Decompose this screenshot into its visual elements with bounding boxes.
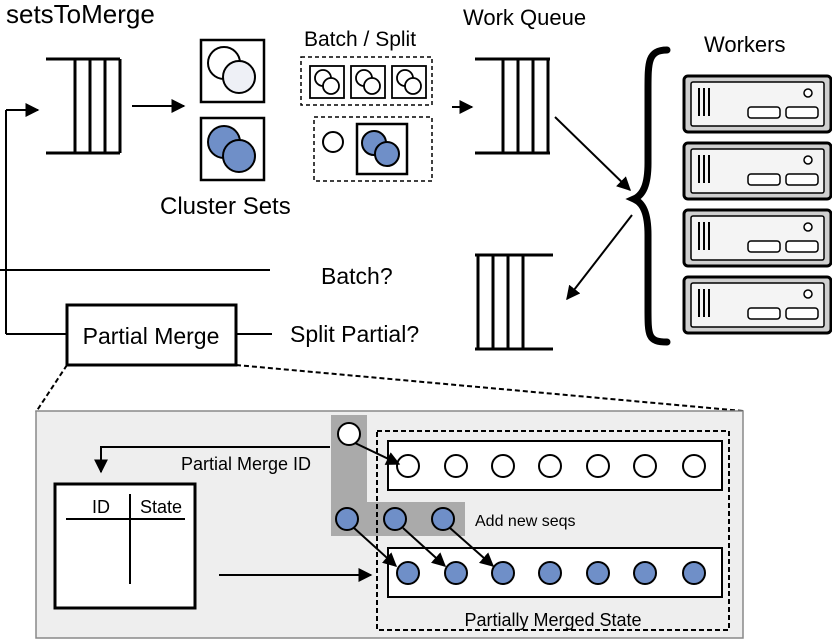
arrow-queue-to-workers bbox=[554, 116, 632, 191]
partial-merge-box bbox=[65, 303, 238, 367]
feedback-lines bbox=[0, 110, 272, 335]
seq-node bbox=[396, 561, 420, 585]
seq-node bbox=[491, 454, 515, 478]
arrow-workers-to-results bbox=[566, 214, 633, 301]
new-seq-node bbox=[335, 507, 359, 531]
seq-node bbox=[396, 454, 420, 478]
table-state-header: State bbox=[140, 497, 182, 517]
split-set-icon bbox=[355, 122, 409, 176]
seq-node bbox=[633, 454, 657, 478]
arrow-id-node-to-state bbox=[354, 442, 401, 465]
arrow-new-seq-3 bbox=[449, 527, 495, 567]
batch-split-label: Batch / Split bbox=[304, 28, 416, 51]
partially-merged-state-label: Partially Merged State bbox=[464, 610, 641, 630]
seq-node bbox=[538, 454, 562, 478]
workers-label: Workers bbox=[704, 32, 786, 57]
work-queue-label: Work Queue bbox=[463, 5, 586, 30]
add-new-seqs-label: Add new seqs bbox=[475, 513, 576, 530]
seq-node bbox=[491, 561, 515, 585]
sets-to-merge-queue-icon bbox=[46, 57, 122, 155]
seq-node bbox=[444, 454, 468, 478]
highlight-region bbox=[331, 415, 465, 536]
seq-node bbox=[586, 454, 610, 478]
seq-node bbox=[682, 561, 706, 585]
merged-seq-nodes bbox=[396, 561, 706, 585]
partial-merge-label: Partial Merge bbox=[83, 323, 220, 349]
batch-group bbox=[300, 56, 433, 106]
seq-node bbox=[682, 454, 706, 478]
zoom-line-right bbox=[235, 364, 744, 412]
server-icon bbox=[682, 275, 832, 335]
seq-node bbox=[633, 561, 657, 585]
server-icon bbox=[682, 141, 832, 201]
table-id-header: ID bbox=[92, 497, 110, 517]
new-seq-node bbox=[431, 507, 455, 531]
sets-to-merge-label: setsToMerge bbox=[6, 0, 155, 29]
workers-stack bbox=[682, 74, 832, 335]
partial-merge-id-node bbox=[337, 422, 361, 446]
server-icon bbox=[682, 208, 832, 268]
batch-question-label: Batch? bbox=[321, 263, 393, 289]
seq-node bbox=[444, 561, 468, 585]
cluster-set-icon-filled bbox=[199, 116, 266, 182]
results-queue-icon bbox=[475, 253, 553, 351]
zoom-line-left bbox=[35, 364, 68, 413]
arrow-new-seq-1 bbox=[353, 527, 398, 567]
server-icon bbox=[682, 74, 832, 134]
new-seq-node bbox=[383, 507, 407, 531]
state-group-box bbox=[376, 430, 730, 631]
split-partial-question-label: Split Partial? bbox=[290, 321, 419, 347]
brace-icon bbox=[625, 46, 671, 346]
seq-node bbox=[538, 561, 562, 585]
existing-seq-nodes bbox=[396, 454, 706, 478]
work-queue-icon bbox=[475, 57, 550, 155]
split-single-node bbox=[322, 131, 344, 153]
batched-set-icons bbox=[309, 65, 427, 99]
id-state-table bbox=[53, 482, 197, 610]
partial-merge-id-label: Partial Merge ID bbox=[181, 454, 311, 474]
cluster-sets-label: Cluster Sets bbox=[160, 193, 291, 220]
arrow-new-seq-2 bbox=[402, 527, 447, 567]
cluster-set-icon-open bbox=[199, 38, 266, 104]
split-group bbox=[313, 116, 433, 182]
seq-node bbox=[586, 561, 610, 585]
partial-merge-id-connector bbox=[94, 446, 330, 474]
